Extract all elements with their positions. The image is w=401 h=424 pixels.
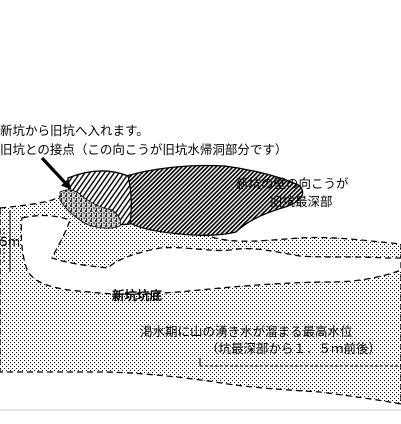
deepest-note-line2: 旧坑最深部 [270, 194, 333, 209]
floor-label: 新坑坑底 [112, 288, 163, 303]
water-level-note-line1: 渇水期に山の湧き水が溜まる最高水位 [140, 324, 353, 339]
edge-measure-label: 5m [0, 234, 20, 249]
inner-passage [20, 214, 401, 295]
deepest-note-line1: 新坑の壁の向こうが [236, 176, 349, 191]
entrance-note-line1: 新坑から旧坑へ入れます。 [0, 123, 149, 138]
entrance-note-line2: 旧坑との接点（この向こうが旧坑水帰洞部分です） [0, 142, 287, 157]
water-level-note-line2: （坑最深部から１．５ｍ前後） [206, 341, 381, 356]
junction-arrow [40, 156, 72, 190]
old-cave-deepest-area [118, 164, 304, 236]
rock-debris [59, 189, 121, 229]
